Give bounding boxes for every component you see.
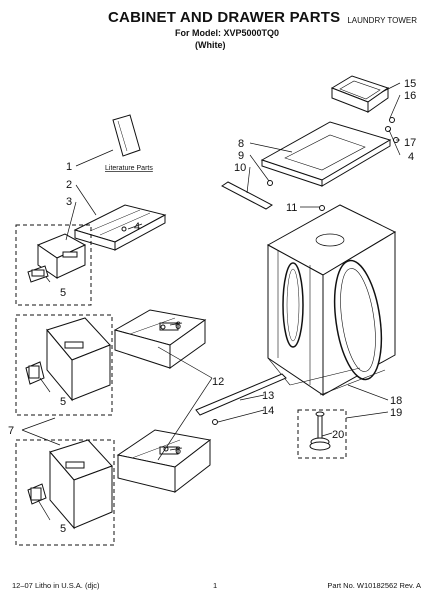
callout-1: 1 (66, 161, 72, 173)
callout-15: 15 (404, 78, 416, 90)
callout-10: 10 (234, 162, 246, 174)
callout-18: 18 (390, 395, 402, 407)
drawer-slide-upper (73, 204, 167, 251)
drawer-handle-lower (27, 483, 47, 505)
top-panel (260, 121, 392, 187)
footer-part-number: Part No. W10182562 Rev. A (327, 581, 421, 590)
callout-9: 9 (238, 150, 244, 162)
callout-13: 13 (262, 390, 274, 402)
model-line: For Model: XVP5000TQ0 (175, 28, 280, 38)
drawer-lower (116, 429, 212, 494)
category-label: LAUNDRY TOWER (347, 16, 417, 25)
callout-3: 3 (66, 196, 72, 208)
drawer-handle-middle (25, 361, 45, 385)
callout-16: 16 (404, 90, 416, 102)
drawer-middle (113, 309, 207, 369)
callout-5: 5 (60, 523, 66, 535)
literature-label: Literature Parts (105, 165, 153, 172)
callout-20: 20 (332, 429, 344, 441)
callout-17: 17 (404, 137, 416, 149)
footer-page-number: 1 (213, 581, 218, 590)
cabinet-frame (266, 204, 397, 396)
drawer-front-small (36, 233, 87, 279)
callout-7: 7 (8, 425, 14, 437)
callout-19: 19 (390, 407, 402, 419)
callout-2: 2 (66, 179, 72, 191)
callout-5: 5 (60, 396, 66, 408)
drawer-front-lower (49, 439, 113, 530)
callout-5: 5 (60, 287, 66, 299)
color-line: (White) (195, 40, 226, 50)
leveling-leg (297, 409, 347, 459)
callout-8: 8 (238, 138, 244, 150)
drawer-handle-small (27, 265, 49, 283)
drawer-front-middle (46, 317, 111, 402)
callout-14: 14 (262, 405, 274, 417)
footer-print-info: 12–07 Litho in U.S.A. (djc) (12, 581, 100, 590)
callout-12: 12 (212, 376, 224, 388)
group-box-lower (15, 439, 115, 546)
callout-4: 4 (408, 151, 414, 163)
page-title: CABINET AND DRAWER PARTS (108, 9, 341, 26)
bracket-strip (221, 181, 273, 210)
callout-6: 6 (175, 320, 181, 332)
callout-11: 11 (286, 202, 297, 214)
literature-parts-booklet (112, 114, 141, 157)
rail-bar (195, 373, 287, 416)
callout-4: 4 (134, 221, 140, 233)
group-box-upper (15, 224, 92, 306)
callout-labels: 1 2 3 4 5 6 12 5 7 6 5 8 9 10 11 15 16 1… (8, 78, 416, 535)
callout-6: 6 (175, 445, 181, 457)
dispenser-tray (330, 75, 390, 113)
leader-lines (21, 82, 401, 521)
